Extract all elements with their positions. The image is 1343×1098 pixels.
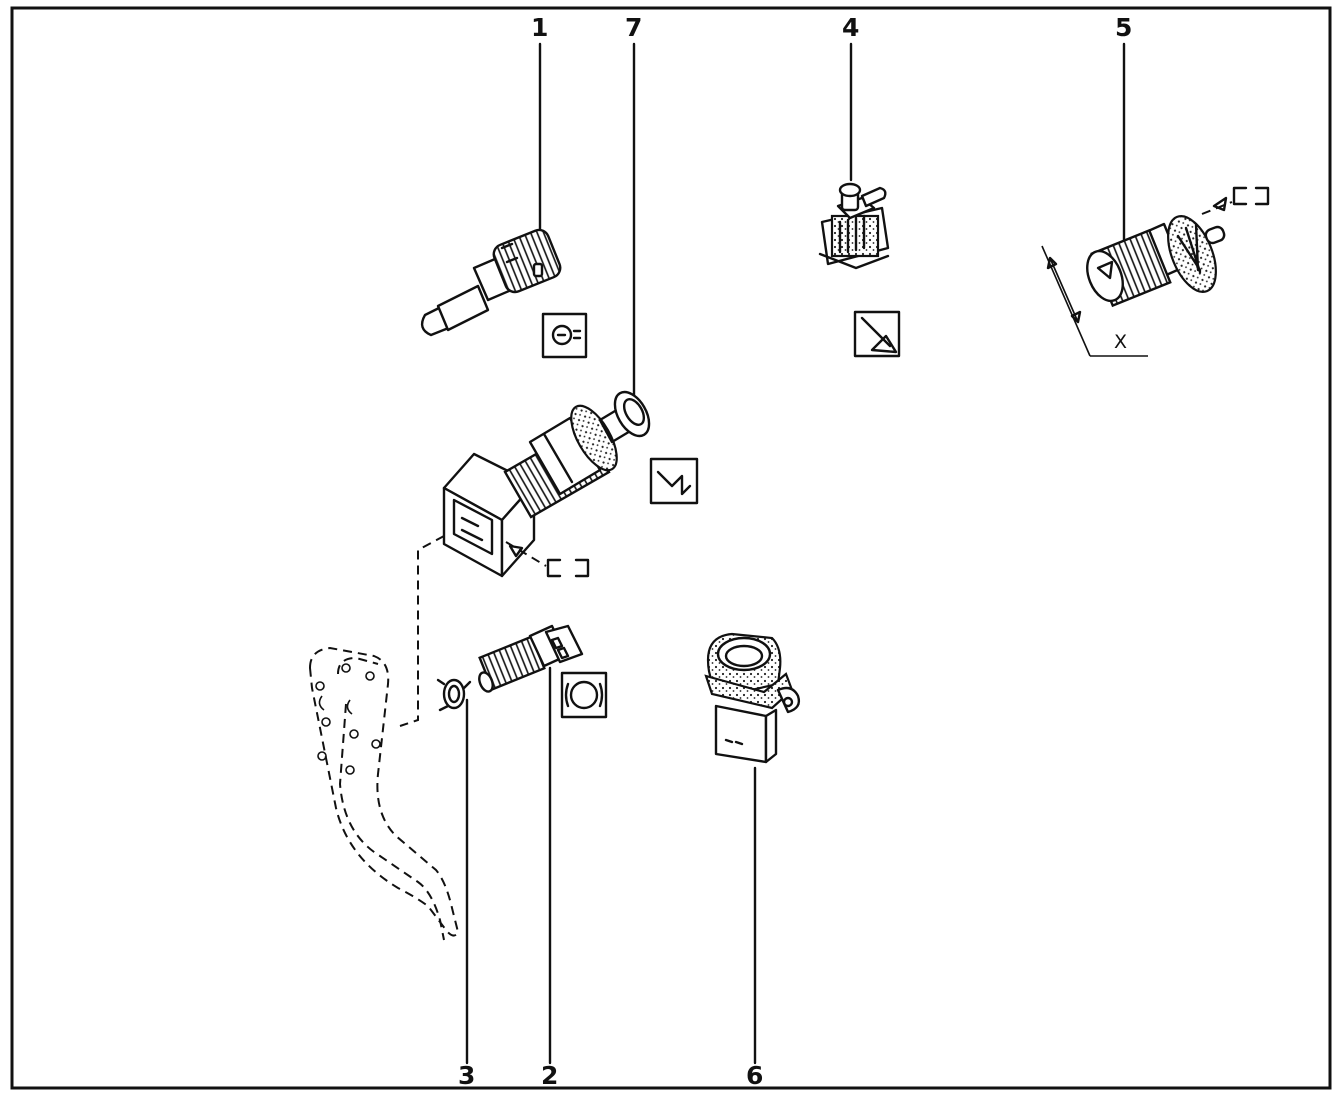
part-6-connector-socket [704,632,801,764]
diagram-frame [10,6,1332,1090]
callout-3: 3 [458,1061,475,1090]
callout-6: 6 [746,1061,763,1090]
dimension-x: X [1041,245,1148,357]
part-7-connector-bracket [505,541,590,578]
part-7-brake-switch [442,390,651,578]
callout-4: 4 [842,13,859,42]
brake-warning-symbol-icon [560,671,608,719]
dashed-link-line [399,535,445,727]
callout-5: 5 [1115,13,1132,42]
callout-1: 1 [531,13,548,42]
oil-pressure-symbol-icon [649,457,699,505]
callout-2: 2 [541,1061,558,1090]
part-2-small-switch [478,624,584,693]
leader-lines [465,42,1126,1065]
handbrake-symbol-icon [853,310,901,358]
reversing-light-symbol-icon [541,312,588,359]
part-1-reversing-switch [420,228,562,337]
callout-7: 7 [625,13,642,42]
dimension-x-label: X [1114,331,1127,353]
pedal-outline [308,646,460,941]
part-5-door-switch [1086,215,1226,308]
part-3-clip [436,678,472,712]
connector-bracket-icon [1201,186,1270,215]
part-4-handbrake-switch [818,182,890,270]
